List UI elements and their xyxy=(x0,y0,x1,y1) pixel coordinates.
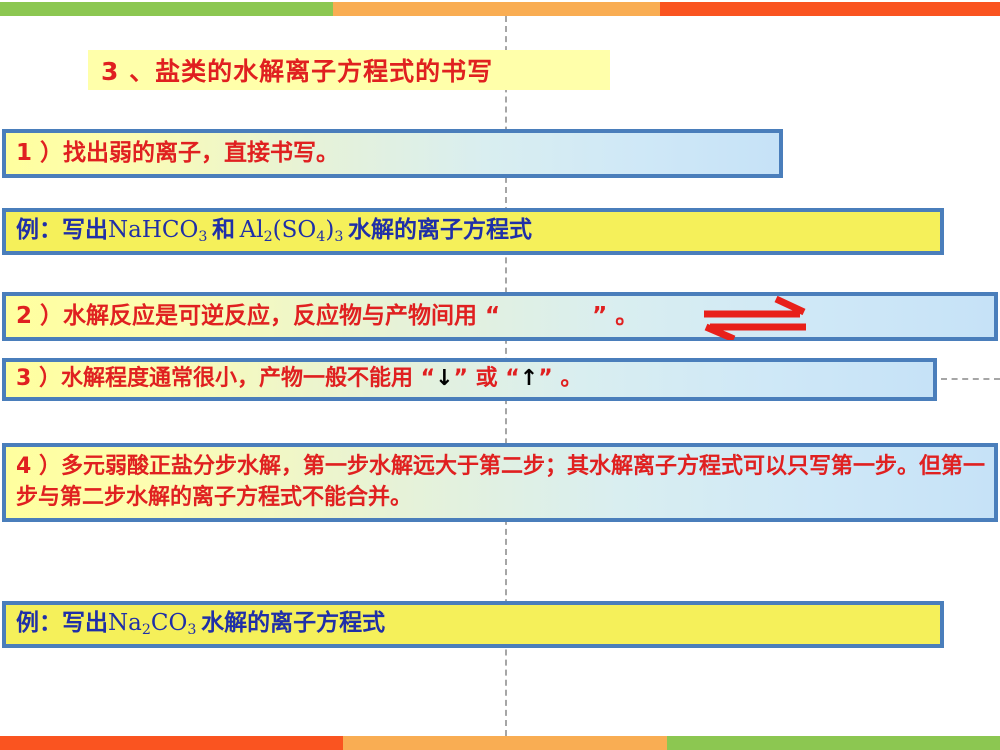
point-3-body-c: ” 。 xyxy=(538,366,583,392)
example-2-label: 例： xyxy=(16,610,62,637)
point-2-text: 2 ）水解反应是可逆反应，反应物与产物间用 “ ” 。 xyxy=(6,301,644,333)
top-bar-segment-orange xyxy=(333,2,660,16)
formula-subscript: 3 xyxy=(187,622,197,639)
example-2-formula-na2co3: Na2CO3 xyxy=(108,610,197,639)
point-box-1[interactable]: 1 ）找出弱的离子，直接书写。 xyxy=(2,129,783,178)
point-2-number: 2 ） xyxy=(16,302,64,329)
bottom-bar-segment-red xyxy=(0,736,343,750)
up-arrow-icon: ↑ xyxy=(519,366,539,392)
point-box-2[interactable]: 2 ）水解反应是可逆反应，反应物与产物间用 “ ” 。 xyxy=(2,292,998,341)
top-bar-segment-red xyxy=(660,2,1000,16)
example-2-text: 例：写出Na2CO3 水解的离子方程式 xyxy=(6,608,391,641)
formula-text: Al xyxy=(239,217,264,244)
horizontal-guide-line xyxy=(941,378,1000,380)
formula-text: CO xyxy=(150,610,188,637)
point-1-body: 找出弱的离子，直接书写。 xyxy=(63,139,340,166)
top-color-bar xyxy=(0,2,1000,16)
example-1-verb: 写出 xyxy=(62,217,108,244)
top-bar-segment-green xyxy=(0,2,333,16)
point-4-line-2: 一步。但第一步与第二步水解的离子方程式不能合并。 xyxy=(16,454,985,510)
reversible-reaction-arrow-icon xyxy=(700,295,810,343)
point-4-number: 4 ） xyxy=(16,454,61,480)
formula-subscript: 2 xyxy=(141,622,151,639)
point-3-body-b: ” 或 “ xyxy=(453,366,520,392)
example-1-label: 例： xyxy=(16,217,62,244)
formula-subscript: 4 xyxy=(316,229,326,246)
example-1-formula-al2so43: Al2(SO4)3 xyxy=(239,217,344,246)
point-1-number: 1 ） xyxy=(16,139,64,166)
example-1-tail: 水解的离子方程式 xyxy=(348,217,532,244)
example-2-tail: 水解的离子方程式 xyxy=(201,610,386,637)
formula-subscript: 3 xyxy=(198,229,208,246)
point-3-number: 3 ） xyxy=(16,366,61,392)
point-4-line-1: 多元弱酸正盐分步水解，第一步水解远大于第二步；其水解离子方程式可以只写第 xyxy=(60,454,853,480)
example-2-verb: 写出 xyxy=(62,610,108,637)
page-title: 3 、盐类的水解离子方程式的书写 xyxy=(88,50,610,90)
bottom-bar-segment-green xyxy=(667,736,1000,750)
page-title-text: 3 、盐类的水解离子方程式的书写 xyxy=(101,57,494,86)
point-3-body-a: 水解程度通常很小，产物一般不能用 “ xyxy=(60,366,436,392)
formula-subscript: 3 xyxy=(334,229,344,246)
formula-text: (SO xyxy=(272,217,317,244)
formula-subscript: 2 xyxy=(263,229,273,246)
point-box-3[interactable]: 3 ）水解程度通常很小，产物一般不能用 “↓” 或 “↑” 。 xyxy=(2,358,937,401)
bottom-bar-segment-orange xyxy=(343,736,667,750)
point-2-body-after: ” 。 xyxy=(592,302,639,329)
point-2-body-before: 水解反应是可逆反应，反应物与产物间用 “ xyxy=(63,302,501,329)
point-3-text: 3 ）水解程度通常很小，产物一般不能用 “↓” 或 “↑” 。 xyxy=(6,364,588,394)
formula-text: Na xyxy=(108,610,142,637)
formula-text: ) xyxy=(325,217,335,244)
formula-text: NaHCO xyxy=(108,217,199,244)
point-1-text: 1 ）找出弱的离子，直接书写。 xyxy=(6,138,345,170)
example-1-conj: 和 xyxy=(212,217,236,244)
bottom-color-bar xyxy=(0,736,1000,750)
example-1-formula-nahco3: NaHCO3 xyxy=(108,217,208,246)
example-box-1[interactable]: 例：写出NaHCO3 和 Al2(SO4)3 水解的离子方程式 xyxy=(2,208,944,255)
example-1-text: 例：写出NaHCO3 和 Al2(SO4)3 水解的离子方程式 xyxy=(6,215,538,248)
example-box-2[interactable]: 例：写出Na2CO3 水解的离子方程式 xyxy=(2,601,944,648)
down-arrow-icon: ↓ xyxy=(435,366,454,392)
point-4-text: 4 ）多元弱酸正盐分步水解，第一步水解远大于第二步；其水解离子方程式可以只写第一… xyxy=(6,452,994,513)
point-box-4[interactable]: 4 ）多元弱酸正盐分步水解，第一步水解远大于第二步；其水解离子方程式可以只写第一… xyxy=(2,443,998,522)
